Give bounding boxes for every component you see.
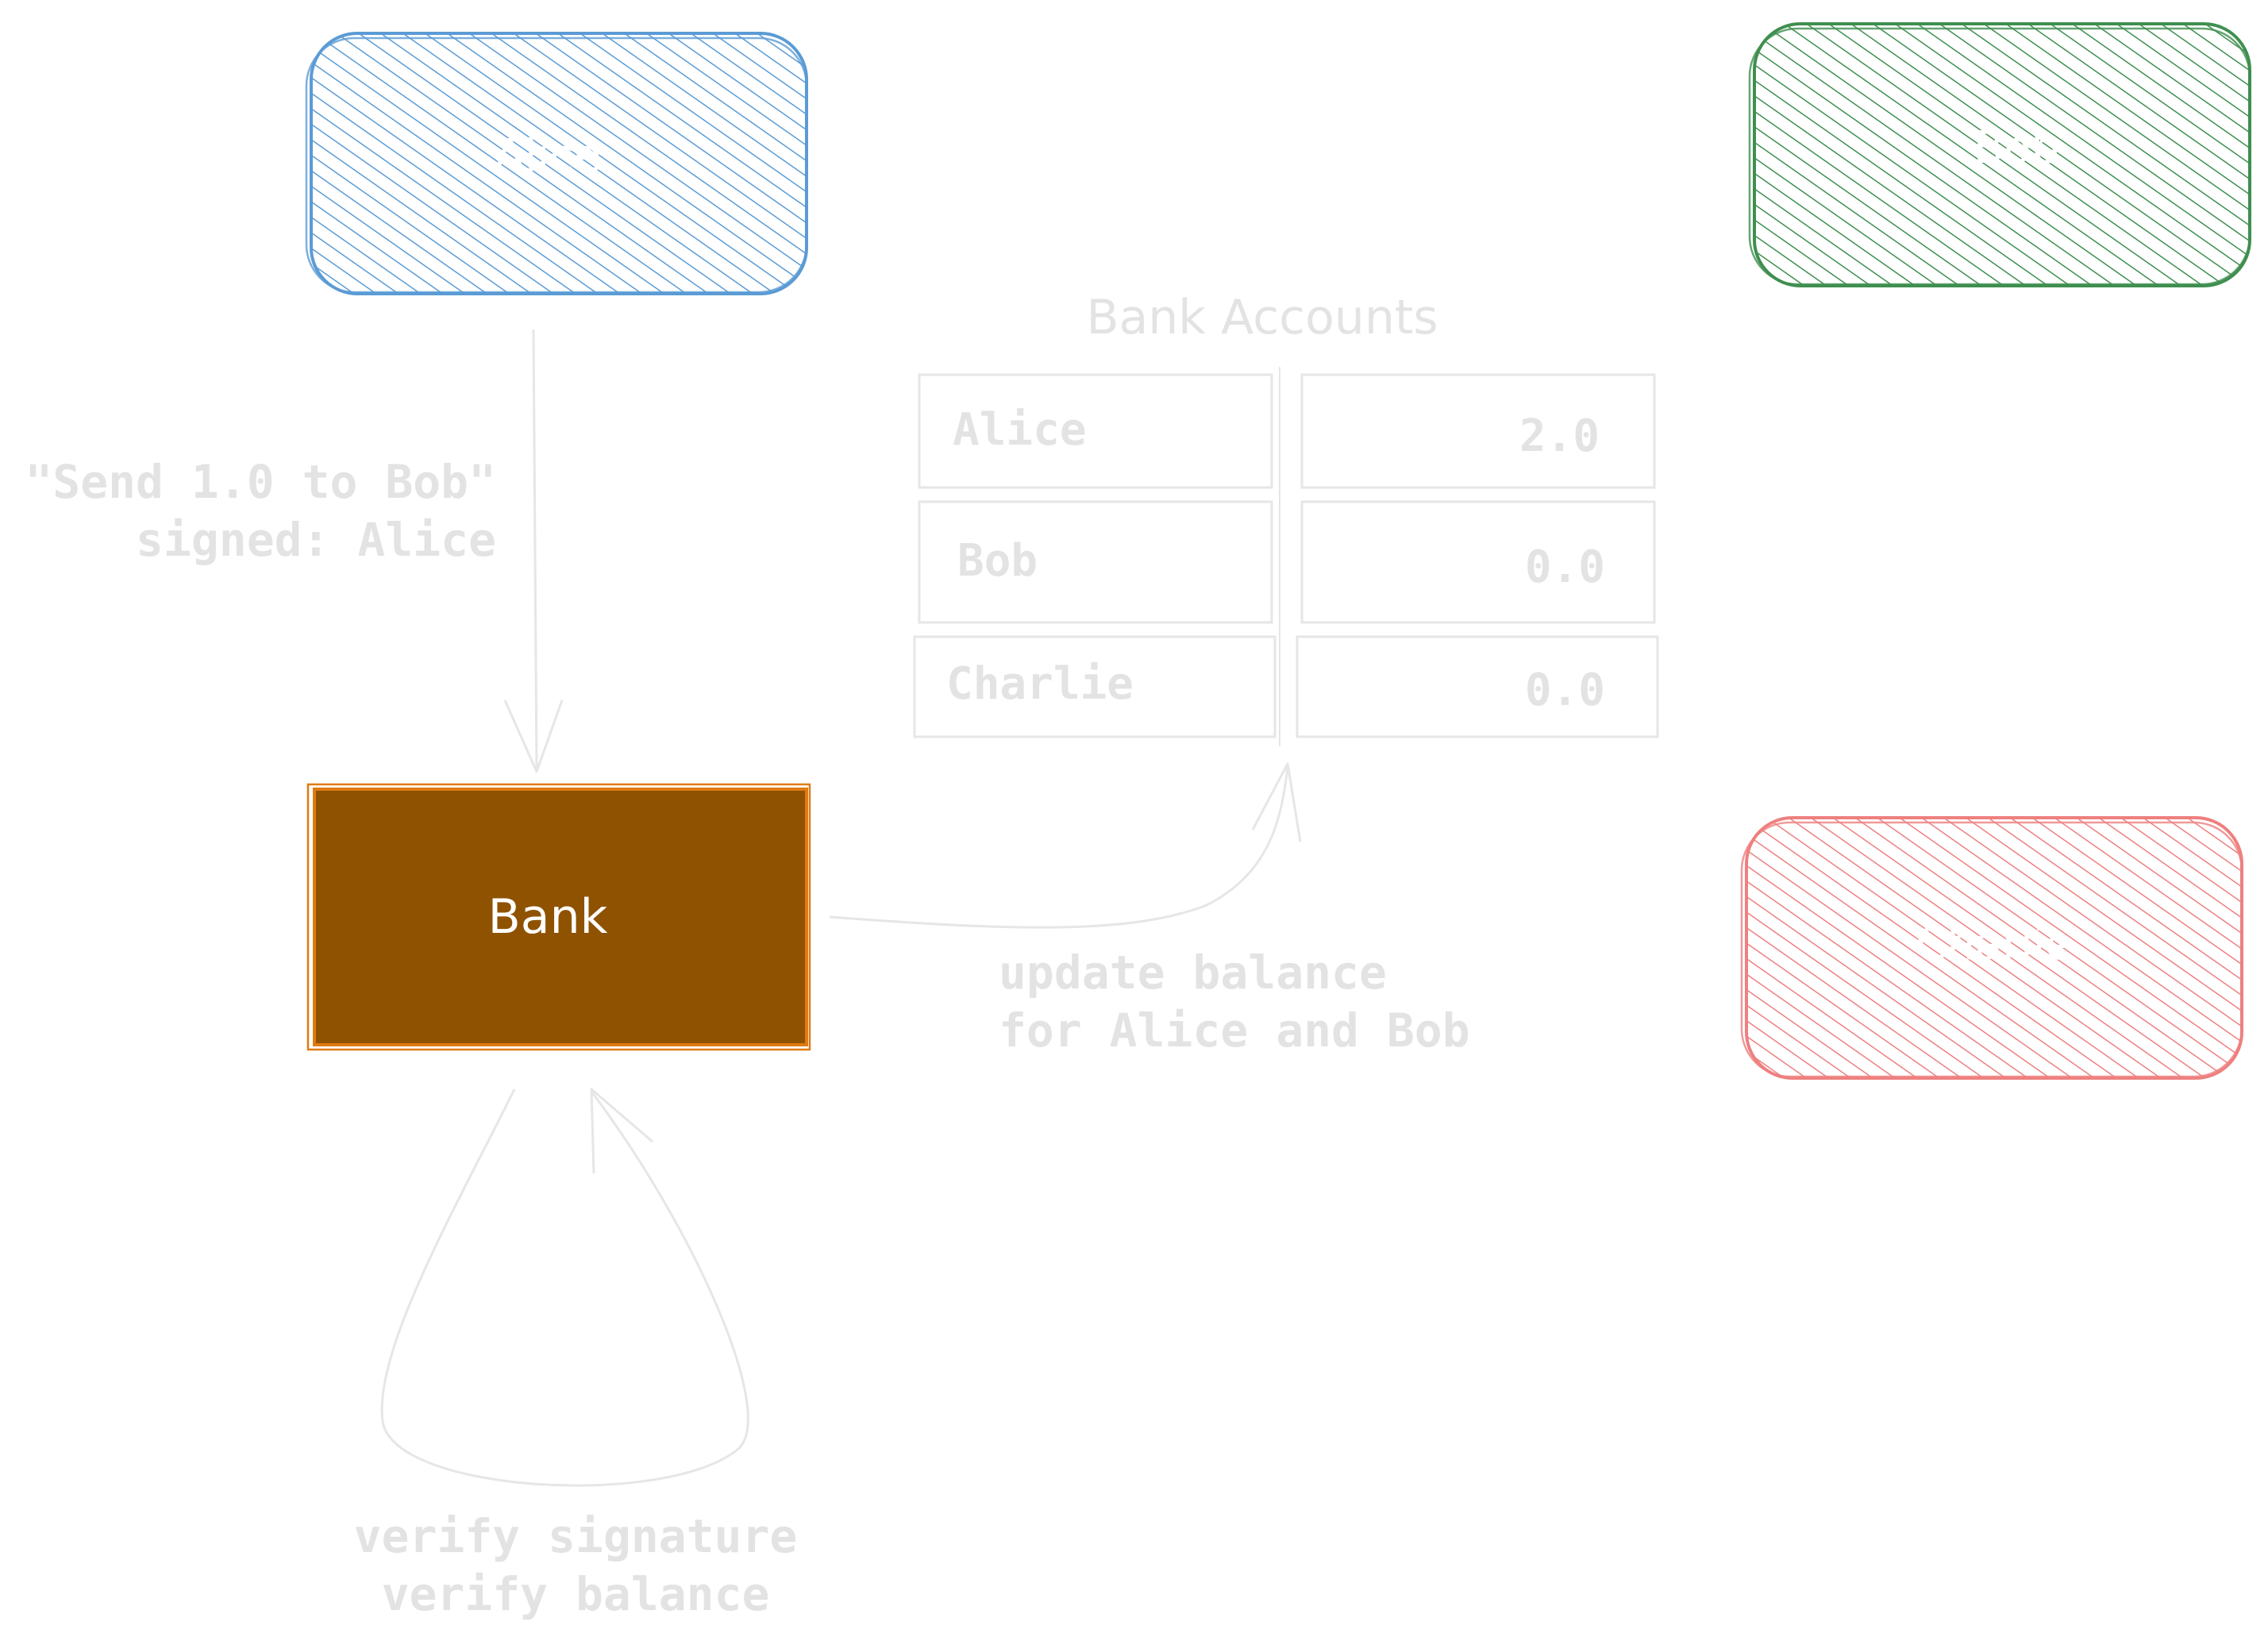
table-title: Bank Accounts (1086, 290, 1438, 345)
edge-bank-loop-arrowhead (590, 1088, 653, 1174)
edge-alice-to-bank: "Send 1.0 to Bob" signed: Alice (25, 329, 564, 773)
edge-alice-to-bank-label-line2: signed: Alice (136, 513, 496, 567)
node-charlie-outline-sketch (1740, 821, 2243, 1078)
node-bob[interactable]: Bob (1748, 22, 2251, 287)
edge-bank-loop-label-line1: verify signature (354, 1509, 798, 1563)
node-alice[interactable]: Alice (305, 32, 808, 295)
table-cell-balance (1300, 500, 1656, 624)
edge-bank-to-table: update balance for Alice and Bob (829, 762, 1470, 1058)
table-row-alice: Alice 2.0 (918, 373, 1656, 489)
table-cell-name (918, 373, 1273, 489)
edge-bank-to-table-line (829, 765, 1289, 929)
edge-alice-to-bank-label-line1: "Send 1.0 to Bob" (25, 455, 496, 509)
edge-bank-to-table-arrowhead (1251, 762, 1302, 842)
table-balance-charlie: 0.0 (1525, 665, 1605, 716)
node-bank-outline-sketch (306, 783, 811, 1051)
table-row-charlie: Charlie 0.0 (913, 635, 1659, 738)
node-bank-shape (313, 788, 808, 1046)
table-name-alice: Alice (953, 404, 1087, 456)
edge-alice-to-bank-arrowhead (503, 699, 564, 773)
edge-bank-to-table-label-line2: for Alice and Bob (999, 1004, 1470, 1058)
node-charlie-label: Charlie (1916, 919, 2073, 970)
edge-bank-to-table-label-line1: update balance (999, 946, 1387, 1000)
table-name-charlie: Charlie (946, 658, 1134, 710)
node-bank[interactable]: Bank (306, 783, 811, 1051)
bank-accounts-table: Bank Accounts Alice 2.0 Bob 0.0 Charlie … (913, 290, 1659, 746)
node-alice-label: Alice (495, 130, 602, 182)
edge-alice-to-bank-line (532, 329, 538, 771)
table-name-bob: Bob (957, 535, 1038, 587)
edge-bank-loop-label-line2: verify balance (382, 1567, 770, 1621)
node-bob-label: Bob (1973, 122, 2059, 174)
table-cell-balance (1296, 635, 1659, 738)
node-bob-outline-sketch (1748, 27, 2251, 286)
edge-bank-self-loop: verify signature verify balance (354, 1088, 798, 1621)
table-cell-name (918, 500, 1273, 624)
table-cell-name (913, 635, 1276, 738)
table-balance-bob: 0.0 (1525, 541, 1605, 593)
edge-bank-loop-line (380, 1088, 749, 1487)
node-bank-label: Bank (488, 889, 608, 945)
node-alice-outline-sketch (305, 37, 808, 294)
table-row-bob: Bob 0.0 (918, 500, 1656, 624)
node-charlie[interactable]: Charlie (1740, 816, 2243, 1080)
table-cell-balance (1300, 373, 1656, 489)
table-balance-alice: 2.0 (1519, 410, 1600, 462)
